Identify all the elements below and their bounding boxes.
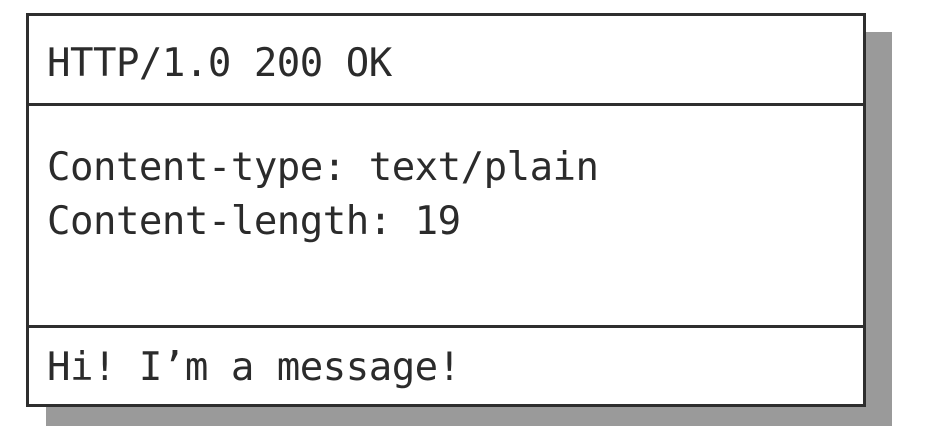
body-text: Hi! I’m a message! <box>47 345 461 390</box>
status-line: HTTP/1.0 200 OK <box>47 41 392 86</box>
header-content-length: Content-length: 19 <box>47 199 461 244</box>
header-content-type: Content-type: text/plain <box>47 145 599 190</box>
body-section: Hi! I’m a message! <box>29 328 863 404</box>
http-response-box: HTTP/1.0 200 OK Content-type: text/plain… <box>26 13 866 407</box>
status-line-section: HTTP/1.0 200 OK <box>29 16 863 106</box>
headers-section: Content-type: text/plain Content-length:… <box>29 106 863 328</box>
